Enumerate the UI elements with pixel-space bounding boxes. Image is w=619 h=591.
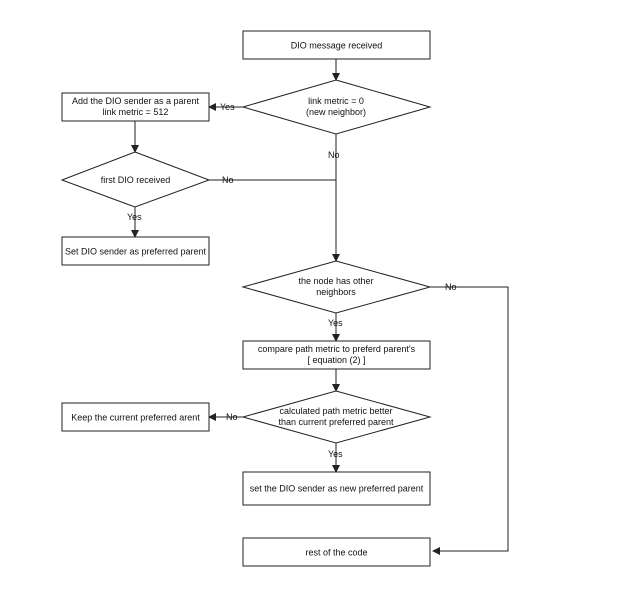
node-dio-received-line-1: DIO message received [291,41,383,51]
label-first-dio-yes: Yes [127,212,142,222]
node-rest-of-code-line-1: rest of the code [305,548,367,558]
decision-metric-better: calculated path metric better than curre… [241,390,432,444]
nodes: DIO message received link metric = 0 (ne… [60,30,432,567]
node-set-new-preferred-line-1: set the DIO sender as new preferred pare… [250,484,424,494]
node-add-parent-line-2: link metric = 512 [103,107,169,117]
edge-other-neighbors-no [430,286,509,555]
node-dio-received: DIO message received [242,30,431,60]
decision-link-metric-line-2: (new neighbor) [306,107,366,117]
decision-link-metric: link metric = 0 (new neighbor) [241,79,432,135]
label-other-neighbors-no: No [445,282,457,292]
decision-link-metric-line-1: link metric = 0 [308,96,364,106]
label-link-metric-no: No [328,150,340,160]
node-compare-metric: compare path metric to preferd parent's … [242,340,431,370]
label-metric-better-no: No [226,412,238,422]
node-keep-current-line-1: Keep the current preferred arent [71,413,200,423]
node-compare-metric-line-2: [ equation (2) ] [307,355,365,365]
edge-labels: Yes No No Yes No Yes No Yes [127,102,457,459]
decision-first-dio-line-1: first DIO received [101,175,171,185]
decision-metric-better-line-1: calculated path metric better [279,406,392,416]
label-other-neighbors-yes: Yes [328,318,343,328]
node-set-new-preferred: set the DIO sender as new preferred pare… [242,471,431,506]
label-first-dio-no: No [222,175,234,185]
node-set-preferred: Set DIO sender as preferred parent [61,236,210,266]
decision-other-neighbors: the node has other neighbors [241,260,432,314]
label-metric-better-yes: Yes [328,449,343,459]
node-keep-current: Keep the current preferred arent [61,402,210,432]
node-add-parent-line-1: Add the DIO sender as a parent [72,96,200,106]
node-add-parent: Add the DIO sender as a parent link metr… [61,92,210,122]
decision-first-dio: first DIO received [60,151,211,208]
decision-other-neighbors-line-2: neighbors [316,287,356,297]
decision-other-neighbors-line-1: the node has other [298,276,373,286]
node-compare-metric-line-1: compare path metric to preferd parent's [258,344,416,354]
edges [131,59,509,555]
node-rest-of-code: rest of the code [242,537,431,567]
decision-metric-better-line-2: than current preferred parent [278,417,394,427]
label-link-metric-yes: Yes [220,102,235,112]
node-set-preferred-line-1: Set DIO sender as preferred parent [65,247,207,257]
